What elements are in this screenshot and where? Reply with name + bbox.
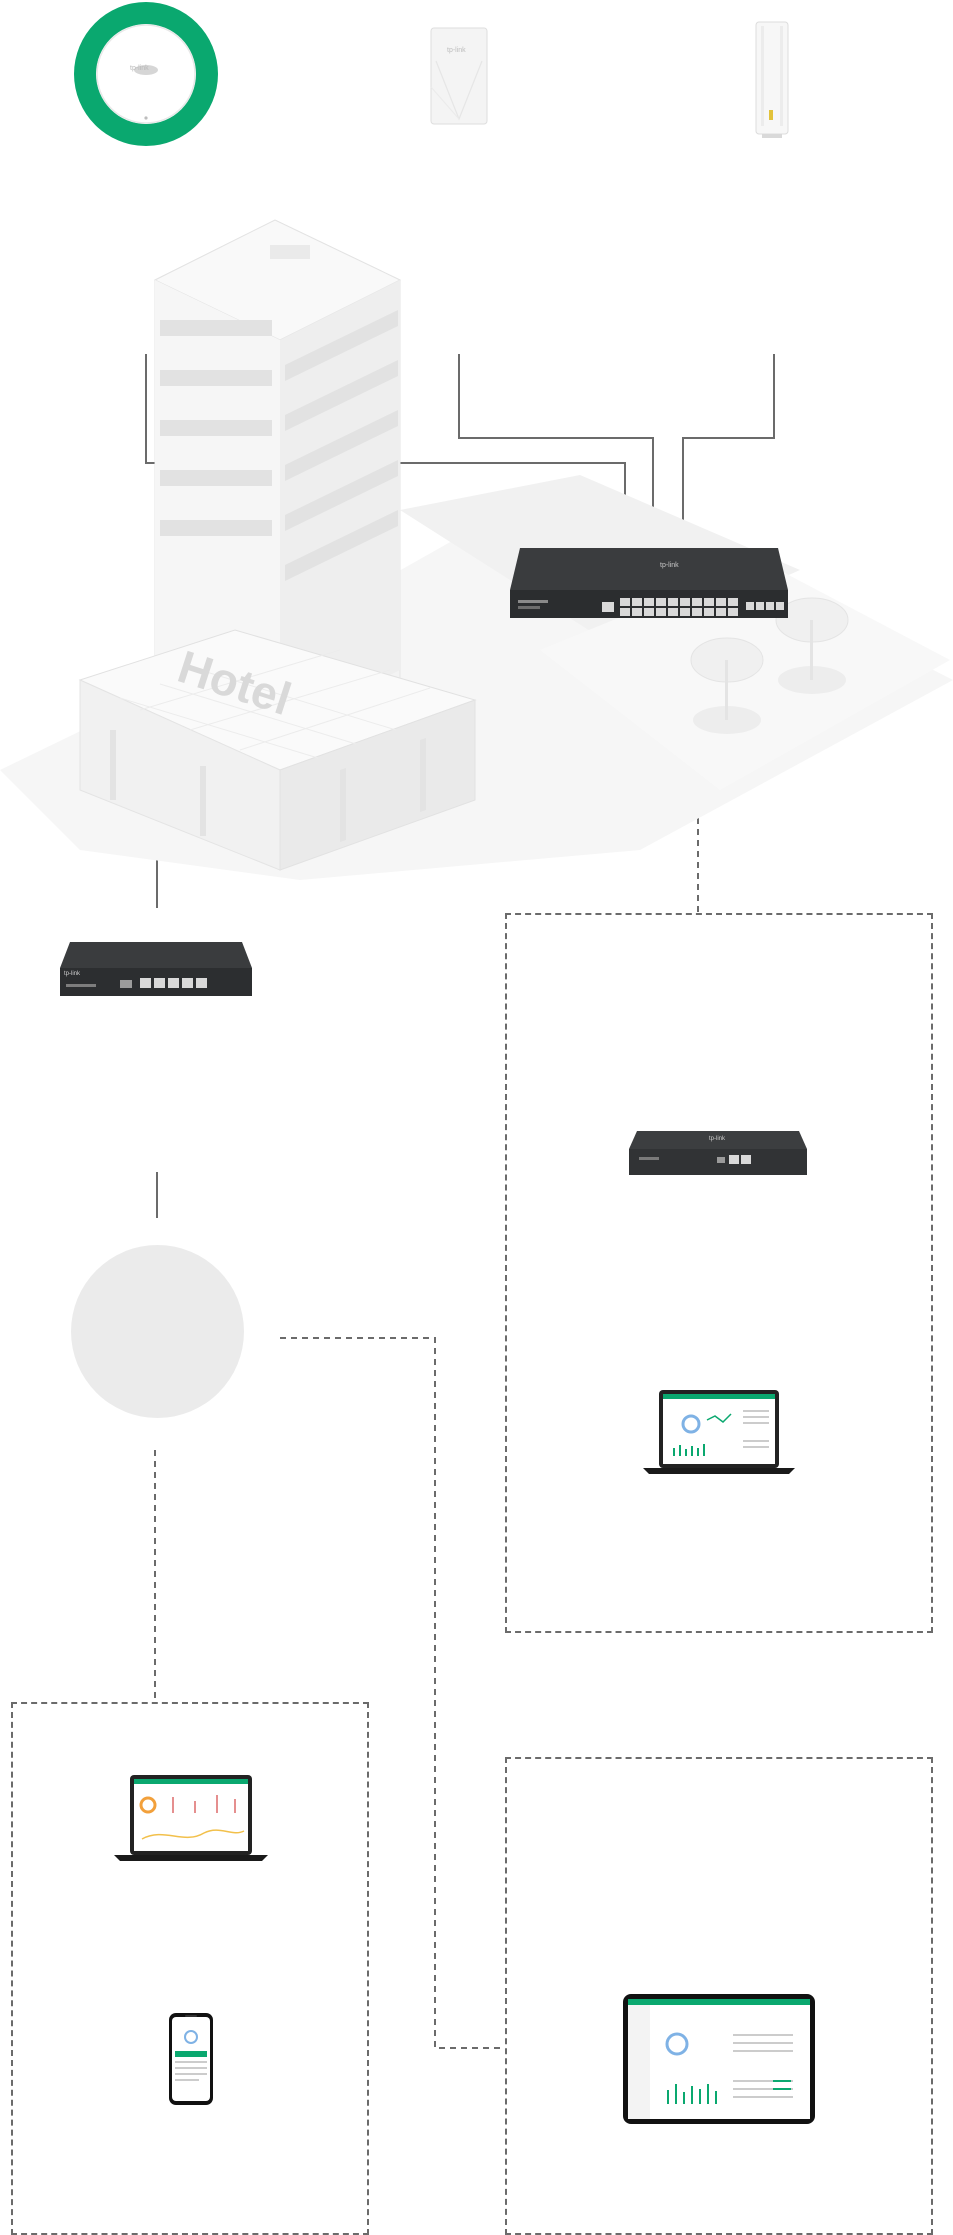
hardware-controller: tp-link: [629, 1131, 807, 1177]
ceiling-ap-logo: tp-link: [130, 65, 149, 72]
router-logo: tp-link: [64, 971, 81, 977]
laptop-icon: [114, 1775, 268, 1861]
cloud-controller-box: [505, 1757, 933, 2235]
tablet-cloud-dashboard: [623, 1994, 815, 2124]
ceiling-ap-icon: [74, 2, 218, 146]
outdoor-ap-icon: [755, 21, 789, 138]
smartphone-app: [169, 2013, 213, 2105]
cloud-management-circle: [71, 1245, 244, 1418]
ceiling-access-point: tp-link: [72, 0, 220, 148]
wall-ap-icon: [430, 27, 488, 125]
hotel-illustration: Hotel: [0, 219, 953, 880]
wall-plate-access-point: tp-link: [430, 27, 488, 125]
controller-icon: [629, 1131, 807, 1175]
switch-logo: tp-link: [660, 562, 679, 569]
phone-icon: [169, 2013, 213, 2105]
router-icon: [60, 942, 252, 996]
outdoor-access-point: [752, 20, 794, 140]
line-outdoor-ap-to-switch: [682, 354, 775, 532]
poe-switch: tp-link: [510, 548, 788, 620]
laptop-icon: [643, 1390, 795, 1474]
laptop-cloud-dashboard: [114, 1775, 268, 1863]
cloud-app-box: [11, 1702, 369, 2235]
dashed-cloud-to-controller-box: [280, 1337, 505, 2049]
wall-ap-logo: tp-link: [447, 47, 466, 54]
hotel-building-scene: Hotel: [0, 210, 953, 880]
controller-logo: tp-link: [709, 1136, 726, 1142]
laptop-local-dashboard: [643, 1390, 795, 1476]
vpn-router: tp-link: [60, 942, 252, 998]
tablet-icon: [623, 1994, 815, 2124]
switch-icon: [510, 548, 788, 618]
local-management-box: [505, 913, 933, 1633]
line-wall-ap-to-switch: [458, 354, 654, 532]
